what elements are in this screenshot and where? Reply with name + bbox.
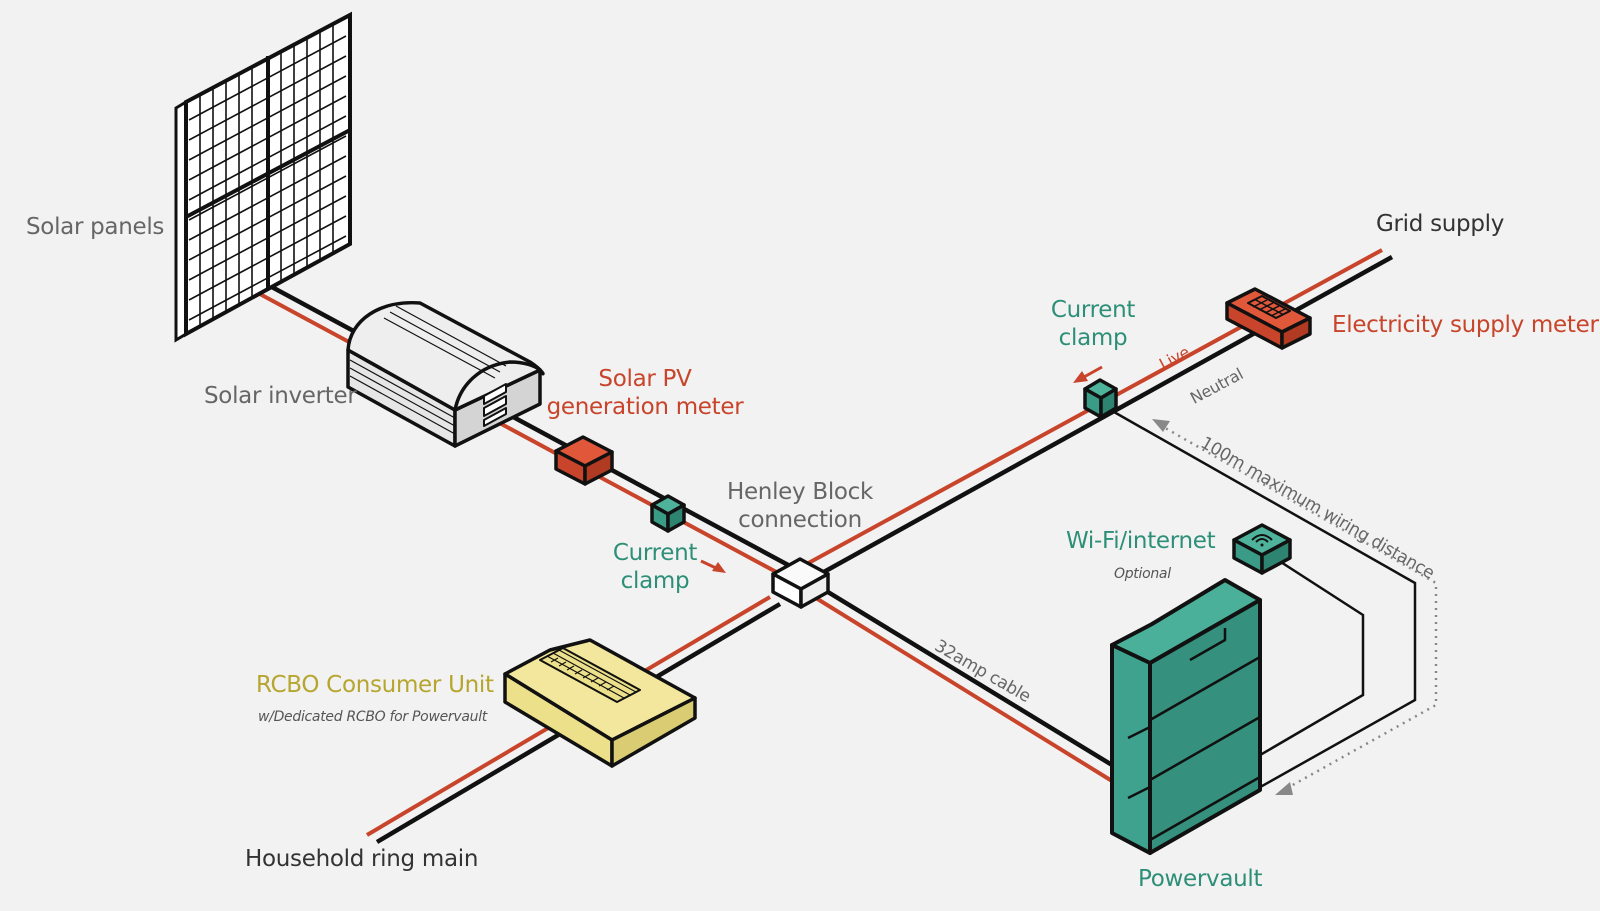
electricity-meter-label: Electricity supply meter <box>1332 312 1599 338</box>
meter-icon <box>554 435 614 486</box>
clamp-icon-grid <box>1083 378 1118 419</box>
clamp-arrow-solar <box>700 559 726 573</box>
powervault-label: Powervault <box>1138 866 1263 892</box>
wifi-label: Wi-Fi/internet <box>1066 528 1216 554</box>
current-clamp-solar-line1: Current <box>612 540 698 566</box>
household-label: Household ring main <box>245 846 479 872</box>
grid-supply-label: Grid supply <box>1376 211 1505 237</box>
current-clamp-grid-label: Current clamp <box>1038 297 1148 352</box>
rcbo-note: w/Dedicated RCBO for Powervault <box>258 709 487 725</box>
meter-icon-grid <box>1225 287 1312 350</box>
solar-panel-icon <box>174 11 352 343</box>
clamp-icon <box>650 494 686 533</box>
solar-pv-meter-line2: generation meter <box>546 393 744 420</box>
wifi-note: Optional <box>1114 566 1171 582</box>
inverter-icon <box>346 300 545 448</box>
henley-block-label: Henley Block connection <box>720 479 880 534</box>
current-clamp-grid-line1: Current <box>1050 297 1136 323</box>
henley-line1: Henley Block <box>726 479 874 505</box>
wifi-icon <box>1232 523 1292 575</box>
current-clamp-grid-line2: clamp <box>1058 324 1128 351</box>
battery-icon <box>1110 578 1262 855</box>
current-clamp-solar-line2: clamp <box>620 567 690 594</box>
current-clamp-solar-label: Current clamp <box>600 540 710 595</box>
consumer-unit-icon <box>503 638 697 768</box>
solar-inverter-label: Solar inverter <box>204 383 357 409</box>
solar-panels-label: Solar panels <box>26 214 165 240</box>
solar-pv-meter-label: Solar PV generation meter <box>545 366 745 421</box>
clamp-arrow-grid <box>1073 365 1103 383</box>
rcbo-label: RCBO Consumer Unit <box>256 672 494 698</box>
junction-box-icon <box>771 557 830 609</box>
henley-line2: connection <box>738 506 862 533</box>
solar-pv-meter-line1: Solar PV <box>598 366 692 392</box>
